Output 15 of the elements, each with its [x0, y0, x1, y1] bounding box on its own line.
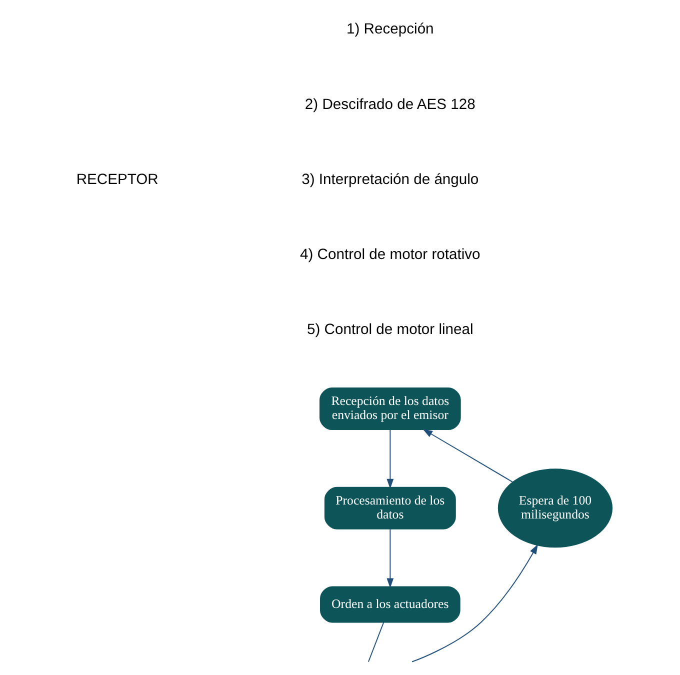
node-ellipse: Espera de 100 milisegundos	[497, 468, 612, 548]
label: 3) Interpretación de ángulo	[301, 172, 478, 188]
label: 4) Control de motor rotativo	[300, 247, 480, 264]
node-box: Procesamiento de los datos	[324, 486, 456, 530]
node-box: Recepción de los datos enviados por el emisor	[319, 388, 460, 430]
arrow	[386, 429, 394, 489]
label: 2) Descifrado de AES 128	[304, 96, 475, 113]
label: RECEPTOR	[76, 172, 158, 188]
arrow	[411, 544, 538, 662]
arrow	[386, 528, 394, 588]
arrow	[422, 428, 513, 483]
node-box: Orden a los actuadores	[320, 586, 460, 623]
label: 5) Control de motor lineal	[306, 322, 473, 338]
connector	[367, 622, 384, 662]
label: 1) Recepción	[346, 22, 434, 38]
